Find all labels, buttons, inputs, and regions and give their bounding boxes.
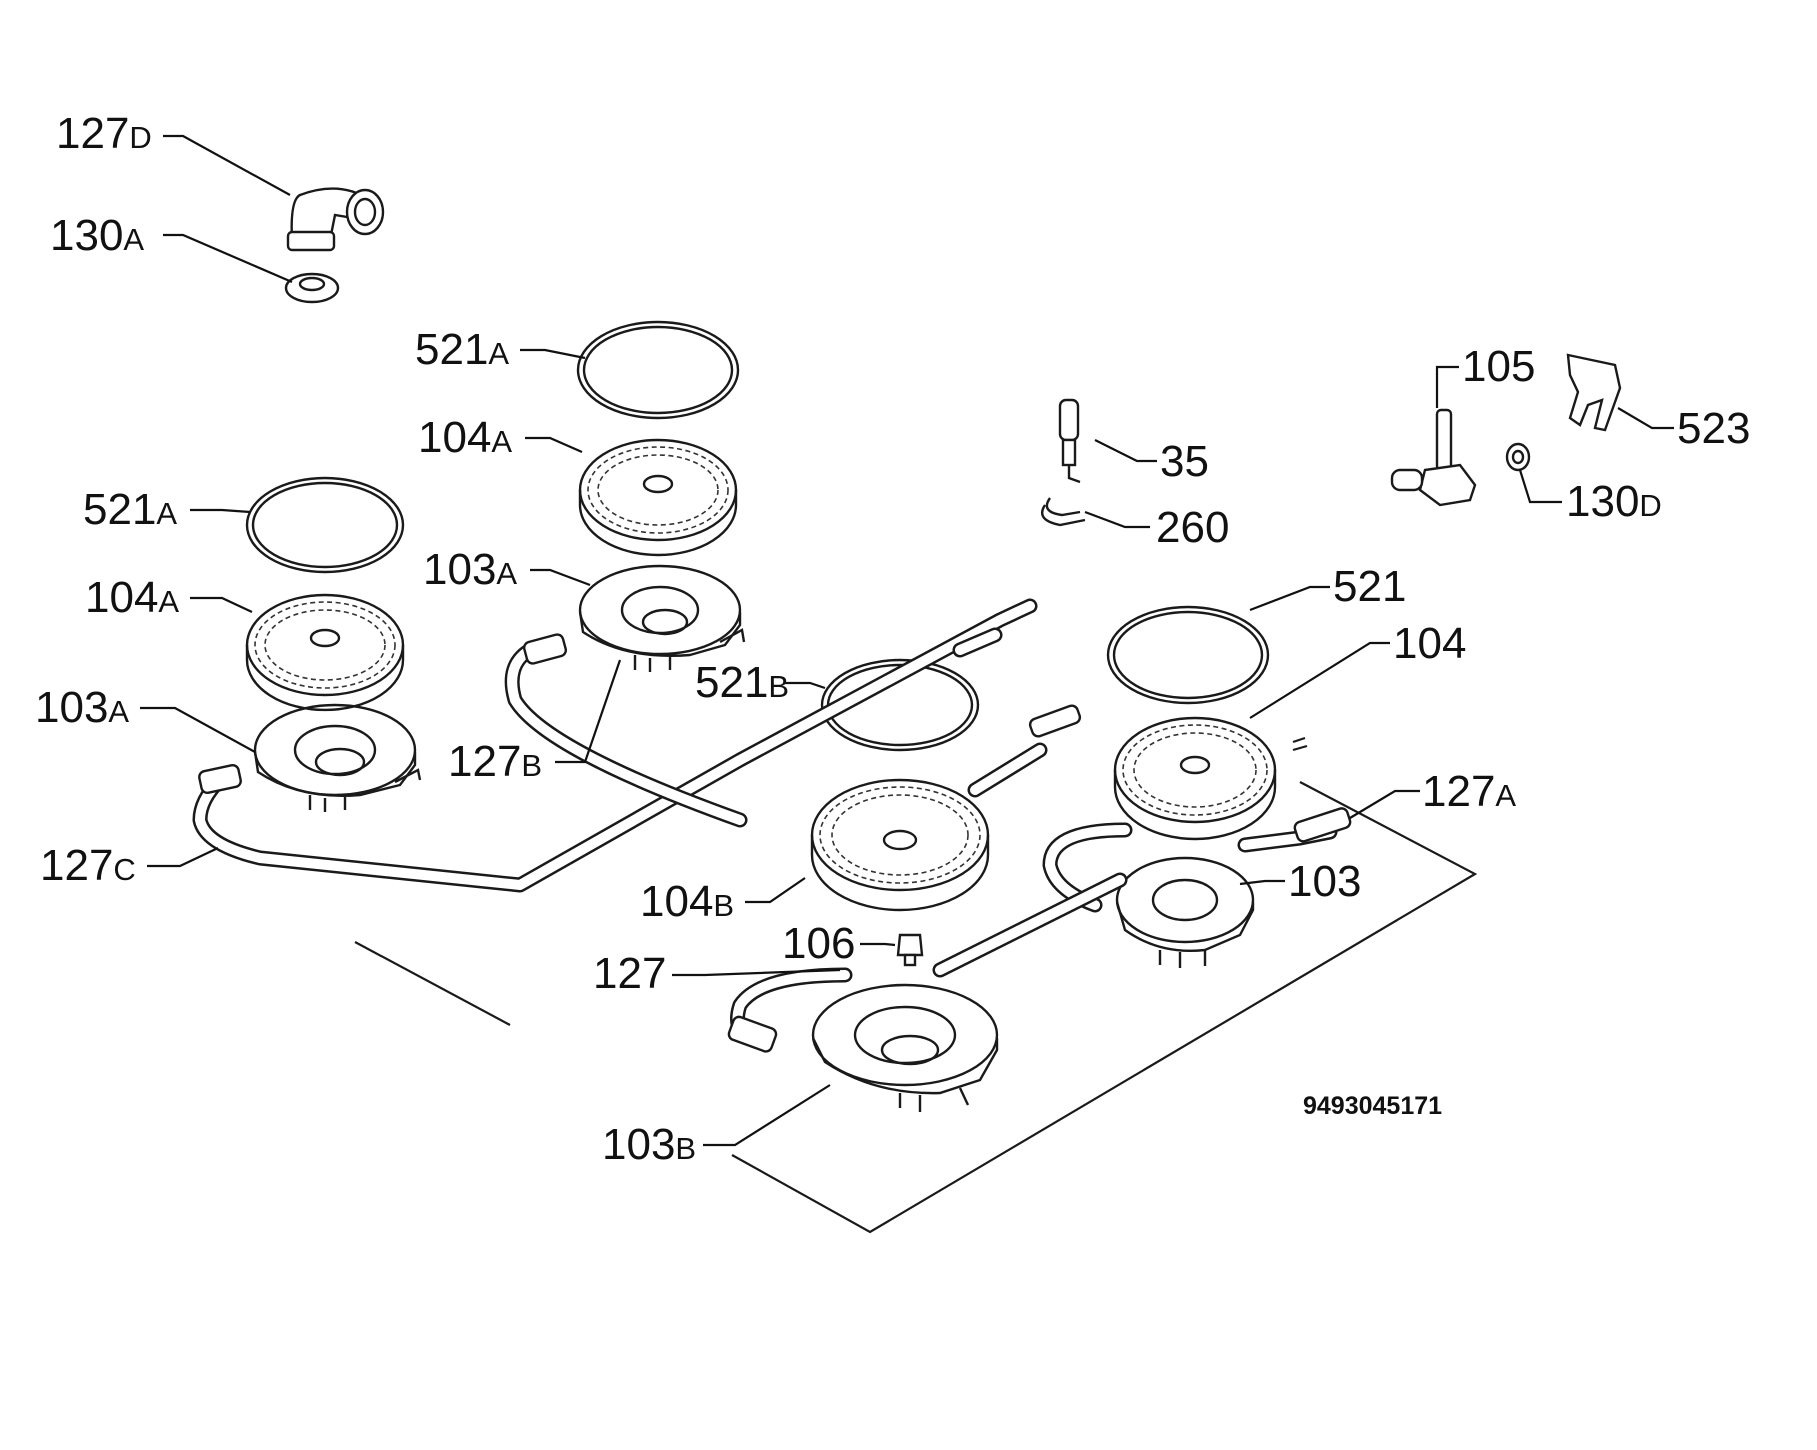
rear-burner-base <box>578 564 746 672</box>
label-127C: 127C <box>40 841 136 890</box>
part-labels: 127D 130A 521A 104A 103A 521A 104A 103A … <box>35 109 1750 1169</box>
ignition-electrode <box>1058 398 1081 484</box>
center-burner-crown <box>810 778 990 912</box>
label-130A: 130A <box>50 211 144 260</box>
injector-part <box>896 933 924 967</box>
label-105: 105 <box>1462 342 1535 391</box>
label-127: 127 <box>593 949 666 998</box>
left-burner-crown <box>245 593 405 712</box>
rear-burner-cap <box>576 320 740 420</box>
hose-fittings <box>198 633 1352 1053</box>
label-103A-front: 103A <box>35 683 129 732</box>
label-130D: 130D <box>1566 477 1662 526</box>
washer-130a <box>284 272 340 304</box>
right-burner-crown <box>1113 716 1277 841</box>
label-523: 523 <box>1677 404 1750 453</box>
right-burner-base <box>1115 856 1255 968</box>
elbow-connector <box>286 187 385 252</box>
mounting-bracket <box>1566 353 1622 432</box>
drawing-code: 9493045171 <box>1303 1092 1442 1120</box>
gas-valve <box>1390 408 1477 507</box>
label-103: 103 <box>1288 857 1361 906</box>
label-104A-rear: 104A <box>418 413 512 462</box>
rear-burner-crown <box>578 438 738 557</box>
center-burner-base <box>811 983 999 1112</box>
left-burner-base <box>253 703 422 812</box>
label-127A: 127A <box>1422 767 1516 816</box>
label-104A-front: 104A <box>85 573 179 622</box>
left-burner-cap <box>245 476 405 574</box>
leader-lines <box>140 134 1674 1147</box>
label-127D: 127D <box>56 109 152 158</box>
label-521A-front: 521A <box>83 485 177 534</box>
hob-frame-outline <box>354 781 1478 1234</box>
label-521A-rear: 521A <box>415 325 509 374</box>
label-35: 35 <box>1160 437 1209 486</box>
label-104: 104 <box>1393 619 1466 668</box>
label-127B: 127B <box>448 737 542 786</box>
right-burner-cap <box>1106 605 1270 705</box>
label-260: 260 <box>1156 503 1229 552</box>
label-103B: 103B <box>602 1120 696 1169</box>
label-106: 106 <box>782 919 855 968</box>
label-521B: 521B <box>695 658 789 707</box>
label-521: 521 <box>1333 562 1406 611</box>
washer-130d <box>1505 442 1531 472</box>
spring-clip <box>1040 497 1086 527</box>
label-104B: 104B <box>640 877 734 926</box>
label-103A-rear: 103A <box>423 545 517 594</box>
